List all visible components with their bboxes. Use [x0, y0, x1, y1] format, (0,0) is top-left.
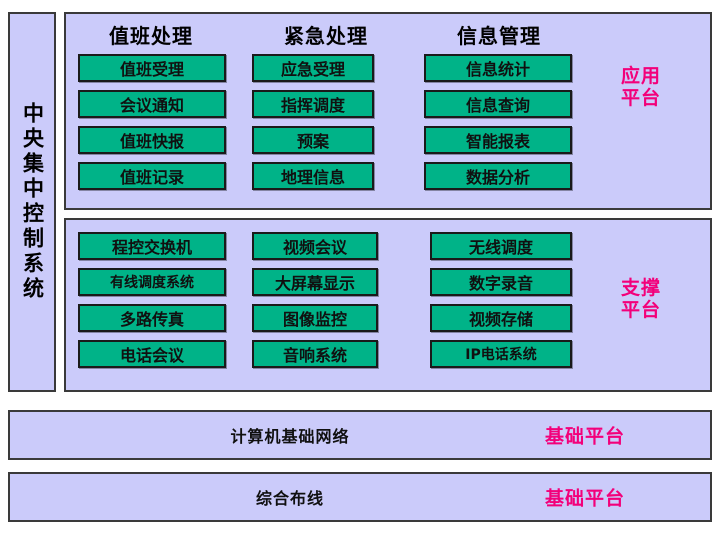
node-button[interactable]: 程控交换机 — [78, 232, 226, 260]
tag-application-platform-line1: 应用 — [620, 65, 661, 87]
node-button[interactable]: 预案 — [252, 126, 374, 154]
node-button[interactable]: 智能报表 — [424, 126, 572, 154]
node-button[interactable]: 信息统计 — [424, 54, 572, 82]
tag-base-platform-cabling: 基础平台 — [544, 487, 625, 510]
node-button[interactable]: IP电话系统 — [430, 340, 572, 368]
column-header-duty-handling: 值班处理 — [109, 24, 193, 48]
node-button[interactable]: 值班快报 — [78, 126, 226, 154]
node-button[interactable]: 无线调度 — [430, 232, 572, 260]
node-button[interactable]: 电话会议 — [78, 340, 226, 368]
column-header-information-management: 信息管理 — [457, 24, 541, 48]
application-column-emergency-handling: 应急受理 指挥调度 预案 地理信息 — [252, 54, 374, 198]
sidebar-label: 中央集中控制系统 — [20, 102, 45, 302]
node-button[interactable]: 有线调度系统 — [78, 268, 226, 296]
node-button[interactable]: 音响系统 — [252, 340, 378, 368]
node-button[interactable]: 会议通知 — [78, 90, 226, 118]
node-button[interactable]: 数字录音 — [430, 268, 572, 296]
node-button[interactable]: 大屏幕显示 — [252, 268, 378, 296]
node-button[interactable]: 视频会议 — [252, 232, 378, 260]
node-button[interactable]: 指挥调度 — [252, 90, 374, 118]
node-button[interactable]: 值班受理 — [78, 54, 226, 82]
tag-application-platform-line2: 平台 — [620, 86, 661, 109]
application-column-headers: 值班处理 紧急处理 信息管理 — [66, 20, 626, 52]
node-button[interactable]: 多路传真 — [78, 304, 226, 332]
tag-base-platform-network: 基础平台 — [544, 425, 625, 448]
tag-support-platform: 支撑 平台 — [586, 277, 696, 322]
tag-support-platform-line2: 平台 — [620, 298, 661, 321]
bar-computer-base-network: 计算机基础网络 基础平台 — [8, 410, 712, 460]
bar-network-title: 计算机基础网络 — [230, 427, 350, 446]
node-button[interactable]: 图像监控 — [252, 304, 378, 332]
architecture-top-region: 中央集中控制系统 值班处理 紧急处理 信息管理 值班受理 会议通知 值班快报 值… — [8, 12, 712, 392]
node-button[interactable]: 数据分析 — [424, 162, 572, 190]
node-button[interactable]: 视频存储 — [430, 304, 572, 332]
tag-support-platform-line1: 支撑 — [620, 277, 661, 299]
node-button[interactable]: 地理信息 — [252, 162, 374, 190]
application-column-information-management: 信息统计 信息查询 智能报表 数据分析 — [424, 54, 572, 198]
node-button[interactable]: 应急受理 — [252, 54, 374, 82]
support-column-two: 视频会议 大屏幕显示 图像监控 音响系统 — [252, 232, 378, 376]
tag-application-platform: 应用 平台 — [586, 65, 696, 110]
application-column-duty-handling: 值班受理 会议通知 值班快报 值班记录 — [78, 54, 226, 198]
sidebar-central-control-system[interactable]: 中央集中控制系统 — [8, 12, 56, 392]
support-column-one: 程控交换机 有线调度系统 多路传真 电话会议 — [78, 232, 226, 376]
bar-cabling-title: 综合布线 — [255, 489, 324, 508]
support-column-three: 无线调度 数字录音 视频存储 IP电话系统 — [430, 232, 572, 376]
platform-panel-stack: 值班处理 紧急处理 信息管理 值班受理 会议通知 值班快报 值班记录 应急受理 … — [64, 12, 712, 392]
bar-integrated-cabling: 综合布线 基础平台 — [8, 472, 712, 522]
node-button[interactable]: 值班记录 — [78, 162, 226, 190]
node-button[interactable]: 信息查询 — [424, 90, 572, 118]
panel-application-platform: 值班处理 紧急处理 信息管理 值班受理 会议通知 值班快报 值班记录 应急受理 … — [64, 12, 712, 210]
panel-support-platform: 程控交换机 有线调度系统 多路传真 电话会议 视频会议 大屏幕显示 图像监控 音… — [64, 218, 712, 392]
column-header-emergency-handling: 紧急处理 — [284, 24, 368, 48]
